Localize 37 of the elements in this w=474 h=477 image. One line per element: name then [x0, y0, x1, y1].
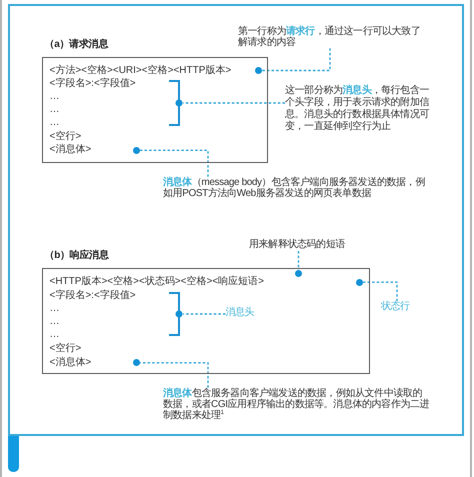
- ellipsis: …: [50, 116, 60, 130]
- ellipsis: …: [50, 302, 60, 316]
- leader-line: [183, 102, 285, 104]
- marker-dot: [255, 67, 262, 74]
- ellipsis: …: [50, 314, 60, 328]
- format-line: <消息体>: [50, 143, 92, 158]
- bracket: [168, 80, 183, 126]
- leader-line: [298, 251, 300, 270]
- ellipsis: …: [50, 102, 60, 116]
- format-line: <方法><空格><URI><空格><HTTP版本>: [50, 64, 232, 78]
- annotation-text: 消息体（message body）包含客户端向服务器发送的数据，例如用POST方法向Web服务器发送的网页表单数据: [163, 176, 429, 199]
- annotation-text: 消息体包含服务器向客户端发送的数据，例如从文件中读取的数据，或者CGI应用程序输出的数据等。消息体的内容作为二进制数据来处理$^{1}$: [163, 388, 430, 422]
- callout-label: 消息头: [226, 307, 260, 320]
- marker-dot: [133, 359, 140, 366]
- ellipsis: …: [50, 328, 60, 342]
- annotation-text: 这一部分称为消息头，每行包含一个头字段，用于表示请求的附加信息。消息头的行数根据具体情况可变，一直延伸到空行为止: [285, 84, 433, 133]
- format-line: <消息体>: [50, 356, 92, 370]
- marker-dot: [295, 270, 302, 277]
- leader-line: [363, 282, 398, 302]
- format-line: <HTTP版本><空格><状态码><空格><响应短语>: [50, 275, 264, 290]
- leader-line: [140, 362, 209, 388]
- section-heading: （b）响应消息: [44, 249, 109, 264]
- annotation-text: 用来解释状态码的短语: [249, 239, 349, 251]
- format-line: <字段名>:<字段值>: [50, 288, 136, 302]
- leader-line: [262, 48, 331, 72]
- bracket: [168, 292, 183, 336]
- section-heading: （a）请求消息: [44, 38, 108, 52]
- format-line: <空行>: [50, 342, 82, 356]
- leader-line: [183, 313, 226, 315]
- marker-dot: [133, 146, 140, 154]
- format-line: <字段名>:<字段值>: [50, 76, 136, 90]
- format-line: <空行>: [50, 130, 82, 144]
- leader-line: [140, 150, 209, 177]
- ellipsis: …: [50, 90, 60, 104]
- marker-dot: [356, 278, 363, 286]
- callout-label: 状态行: [381, 301, 415, 314]
- annotation-text: 第一行称为请求行，通过这一行可以大致了解请求的内容: [238, 26, 425, 48]
